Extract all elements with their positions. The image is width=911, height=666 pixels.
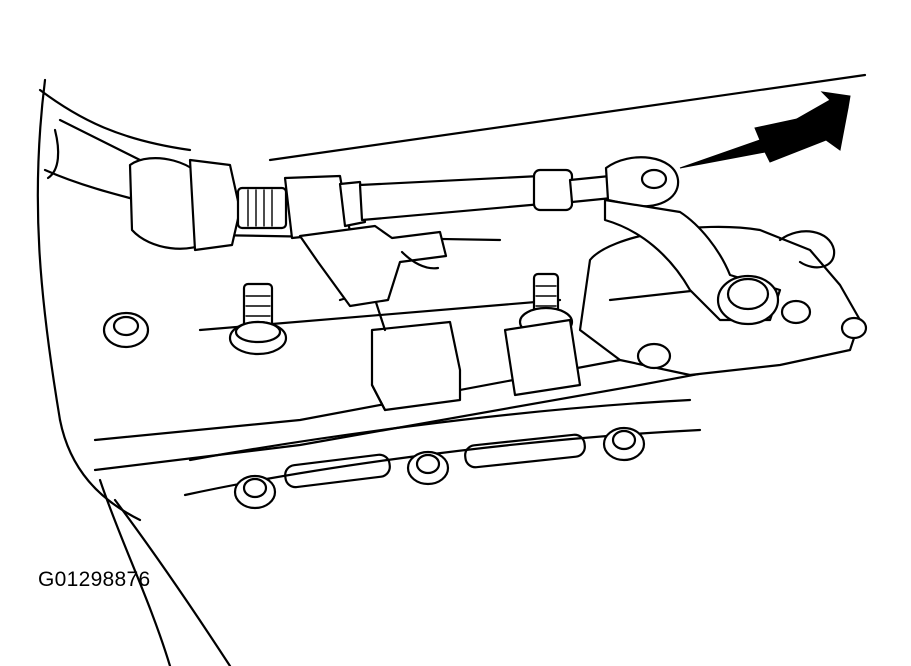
neutral-safety-switch	[578, 198, 868, 377]
bolt-1	[233, 474, 277, 510]
stud-left	[228, 282, 288, 356]
bolt-3	[602, 426, 646, 462]
bolt-2	[406, 450, 450, 486]
direction-arrow	[679, 91, 851, 169]
bolt-left-bracket	[102, 311, 150, 349]
flange-bolts	[233, 426, 646, 510]
electrical-connector	[338, 288, 582, 412]
shift-cable	[43, 118, 680, 308]
figure-caption: G01298876	[38, 568, 151, 591]
